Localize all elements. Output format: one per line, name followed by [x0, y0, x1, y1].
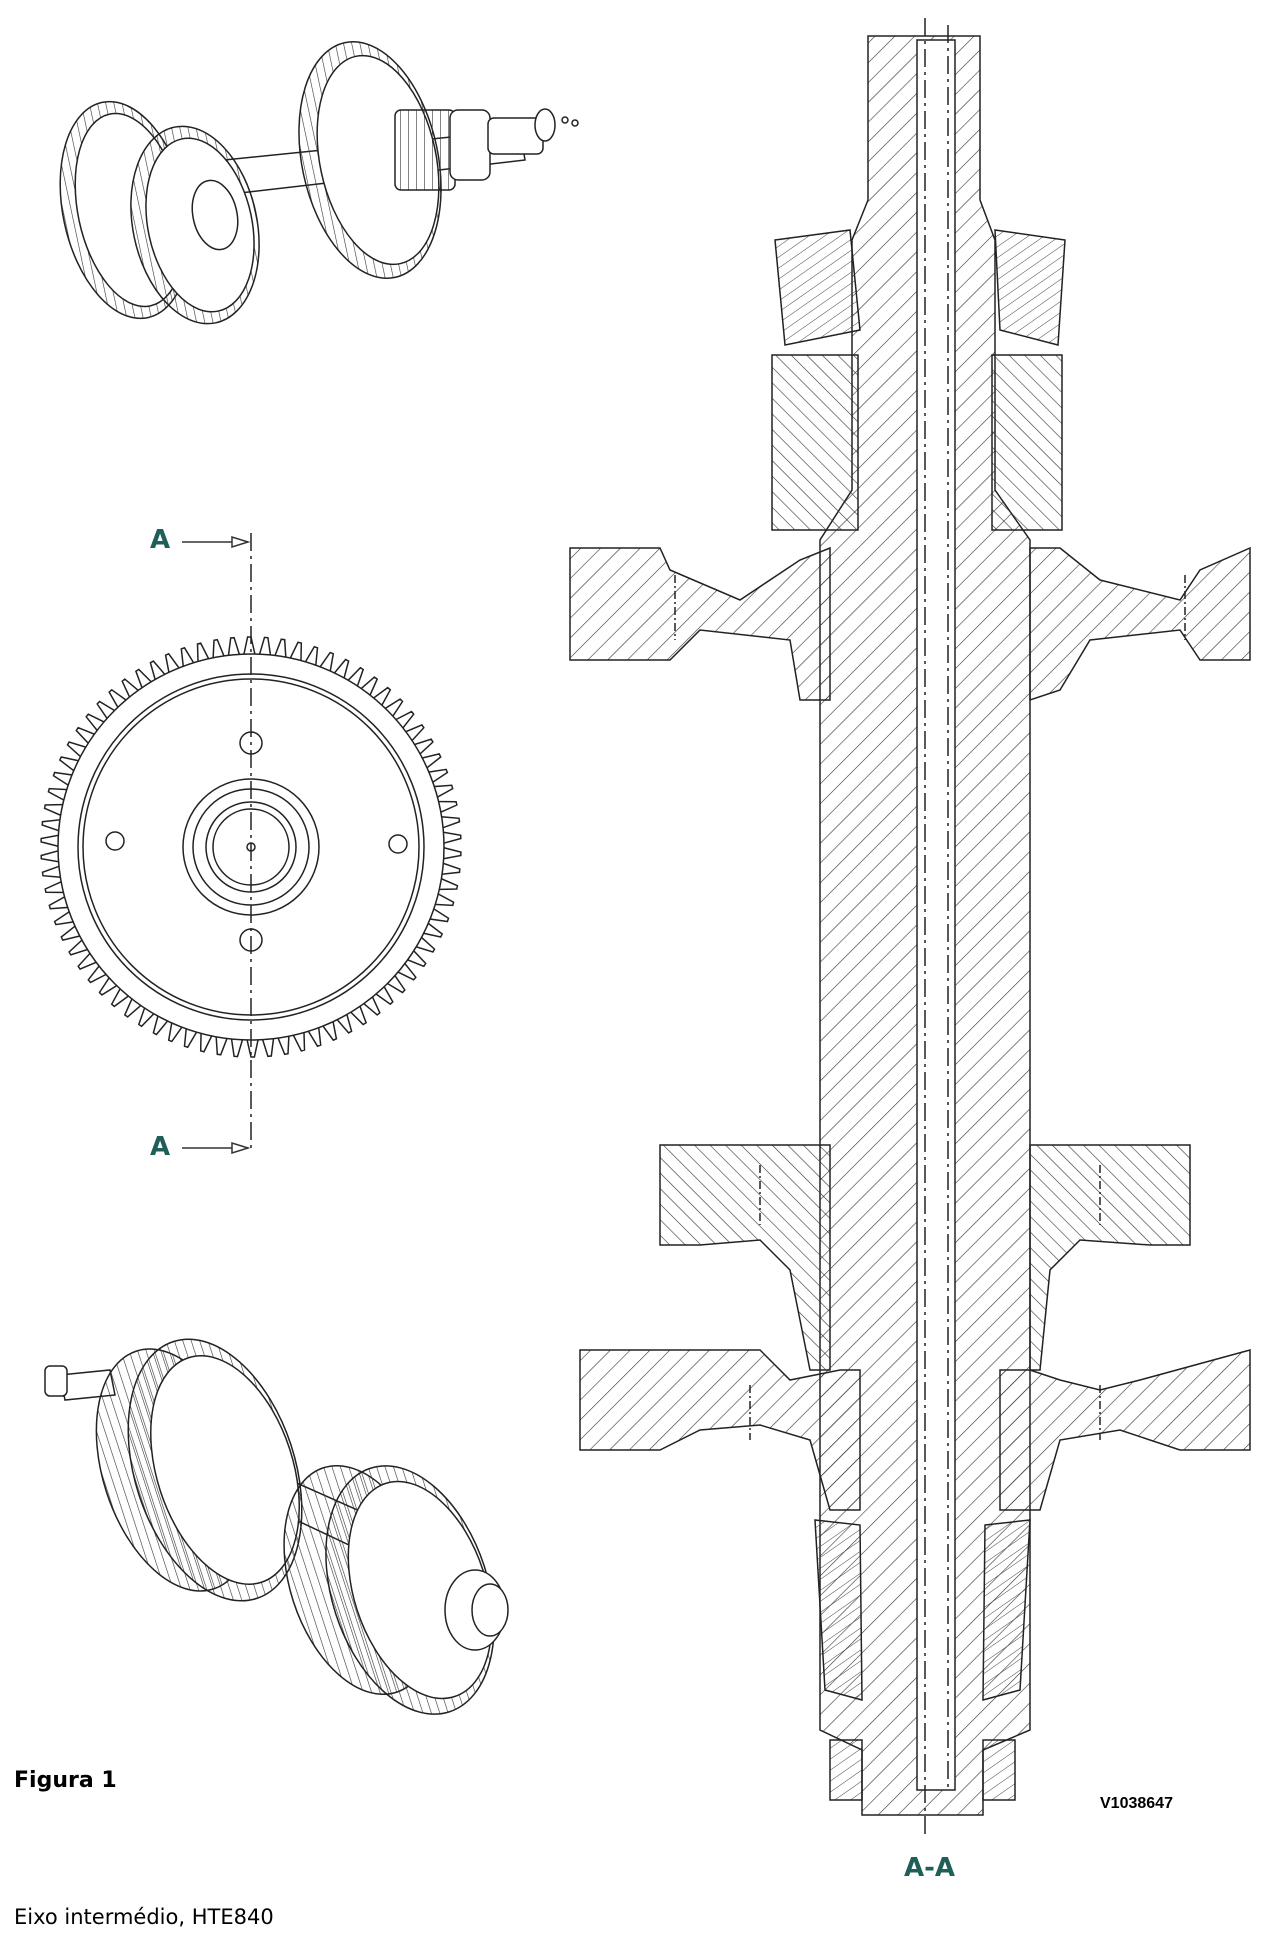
section-view-label: A-A	[904, 1853, 956, 1883]
section-view-aa	[569, 18, 1251, 1835]
section-label-bottom: A	[150, 1132, 171, 1162]
isometric-view-bottom	[44, 1338, 509, 1715]
drawing-code: V1038647	[1100, 1795, 1173, 1812]
figure-caption: Eixo intermédio, HTE840	[14, 1905, 274, 1929]
figure-title: Figura 1	[14, 1768, 117, 1793]
section-label-top: A	[150, 525, 171, 555]
gear-front-view	[40, 533, 462, 1155]
isometric-view-top	[59, 41, 579, 325]
